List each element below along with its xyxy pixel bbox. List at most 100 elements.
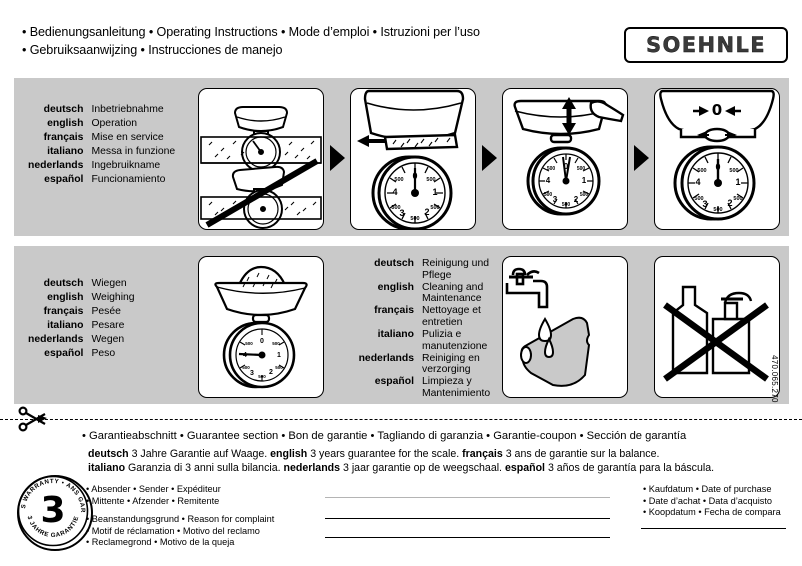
svg-text:500: 500 [242,365,250,370]
lang-label: italiano [47,146,84,158]
svg-text:3: 3 [702,199,707,209]
svg-text:500: 500 [426,177,435,183]
lang-text: Nettoyage et entretien [422,305,481,328]
lang-row: nederlands Wegen [28,334,135,348]
lang-label: deutsch [43,104,84,115]
illustration-press-platform: 0 1 2 3 4 500 500 500 500 500 [502,88,628,230]
water-drop-icon [537,317,553,343]
guarantee-lang-italiano: italiano [88,461,126,474]
svg-text:500: 500 [713,207,722,213]
sender-line-1: • Absender • Sender • Expéditeur [86,484,221,494]
lang-text: Funcionamiento [91,174,166,186]
svg-text:500: 500 [729,168,738,174]
lang-label: deutsch [43,278,84,289]
lang-label: english [377,281,414,293]
prohibition-slash-icon [205,158,319,228]
guarantee-text-espanol: 3 años de garantía para la báscula. [545,461,715,474]
lang-row: français Nettoyage et entretien [348,305,492,329]
cleaning-language-table: deutsch Reinigung und Pflege english Cle… [348,258,492,400]
soehnle-logo-text: SOEHNLE [646,33,766,57]
svg-text:500: 500 [580,192,589,198]
lang-text: Pulizia e manutenzione [422,329,488,352]
svg-text:2: 2 [424,207,429,217]
lang-row: deutsch Wiegen [28,278,135,292]
svg-text:2: 2 [727,198,732,208]
soehnle-logo: SOEHNLE [624,27,788,63]
guarantee-body: deutsch 3 Jahre Garantie auf Waage. engl… [88,448,714,475]
header-languages: • Bedienungsanleitung • Operating Instru… [22,24,480,59]
remove-insert-drawing: 0 1 2 3 4 500 500 500 500 500 [357,89,465,229]
sender-labels: • Absender • Sender • Expéditeur • Mitte… [86,484,221,507]
guarantee-text-francais: 3 ans de garantie sur la balance. [502,448,660,460]
svg-text:500: 500 [245,341,253,346]
svg-text:3: 3 [553,195,558,204]
lang-row: italiano Messa in funzione [28,146,175,160]
faucet-and-cloth-drawing [505,267,591,387]
svg-text:0: 0 [260,338,264,345]
reason-write-line-1[interactable] [325,518,610,519]
svg-text:3: 3 [399,208,404,218]
purchase-date-labels: • Kaufdatum • Date of purchase • Date d’… [643,484,781,519]
lang-label: deutsch [374,258,414,269]
svg-text:3: 3 [250,370,254,377]
sender-write-line-1[interactable] [325,497,610,498]
reason-write-line-2[interactable] [325,537,610,538]
prohibition-slash-icon-2 [663,302,769,382]
lang-text: Wegen [91,334,125,346]
guarantee-lang-deutsch: deutsch [88,448,129,460]
lang-row: français Pesée [28,306,135,320]
lang-label: français [43,132,84,144]
lang-row: deutsch Inbetriebnahme [28,104,175,118]
lang-text: Limpieza y Mantenimiento [422,376,491,400]
svg-text:500: 500 [547,166,556,172]
zero-adjust-drawing: 0 0 1 [659,89,775,221]
guarantee-lang-nederlands: nederlands [283,461,341,474]
press-platform-drawing: 0 1 2 3 4 500 500 500 500 500 [513,97,625,216]
step-arrow-2-icon [482,145,497,171]
svg-text:500: 500 [410,216,419,222]
illustration-weighing: 0 1 2 3 4 500 500 500 500 500 [198,256,324,398]
purchase-date-line-2: • Date d’achat • Data d’acquisto [643,495,773,506]
lang-label: english [47,292,84,304]
cloth-shape [520,316,591,387]
lang-row: español Limpieza y Mantenimiento [348,376,492,400]
lang-text: Pesée [91,306,121,318]
lang-row: français Mise en service [28,132,175,146]
svg-text:500: 500 [562,202,571,208]
lang-label: nederlands [358,352,414,364]
lang-text: Wiegen [91,278,127,289]
lang-row: italiano Pulizia e manutenzione [348,329,492,353]
purchase-date-write-line[interactable] [641,528,786,529]
reason-line-3: • Reclamegrond • Motivo de la queja [86,537,235,548]
svg-text:4: 4 [392,187,397,197]
lang-text: Cleaning and Maintenance [422,281,484,305]
lang-row: deutsch Reinigung und Pflege [348,258,492,282]
svg-text:1: 1 [277,352,281,359]
svg-text:1: 1 [582,176,587,185]
header-line-1: • Bedienungsanleitung • Operating Instru… [22,25,480,39]
guarantee-lang-english: english [270,448,308,460]
svg-text:500: 500 [275,365,283,370]
press-updown-arrow-icon [562,97,576,135]
svg-text:500: 500 [694,196,703,202]
lang-text: Ingebruikname [91,160,161,172]
lang-label: español [374,376,414,388]
svg-text:1: 1 [432,187,437,197]
step-arrow-1-icon [330,145,345,171]
lang-row: english Cleaning and Maintenance [348,282,492,306]
lang-row: english Operation [28,118,175,132]
illustration-clean-with-damp-cloth [502,256,628,398]
svg-text:500: 500 [430,205,439,211]
badge-number: 3 [40,490,66,531]
svg-text:500: 500 [258,374,266,379]
illustration-remove-packing-insert: 0 1 2 3 4 500 500 500 500 500 [350,88,476,230]
article-code: 470.065.270 [770,355,779,403]
badge-ring-text: 3 YEARS WARRANTY • ANS GARANTIE 3 JAHRE … [14,472,89,547]
lang-text: Reiniging en verzorging [422,352,480,376]
lang-text: Messa in funzione [91,146,176,158]
lang-text: Weighing [91,292,135,304]
svg-text:4: 4 [695,177,700,187]
svg-text:1: 1 [735,177,740,187]
reason-line-1: • Beanstandungsgrund • Reason for compla… [86,514,275,524]
illustration-no-chemical-cleaners [654,256,780,398]
